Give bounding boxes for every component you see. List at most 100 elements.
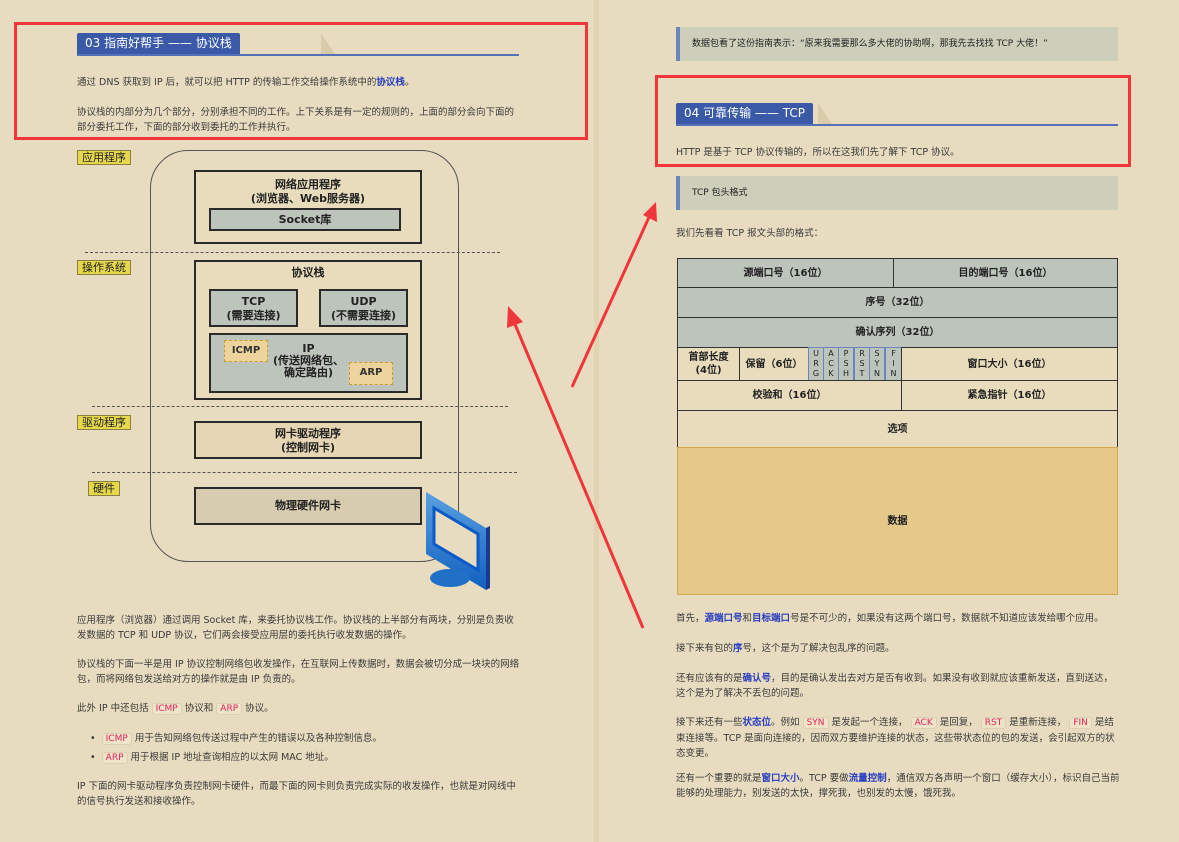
text-run: IP 下面的网卡驱动程序负责控制网卡硬件，而最下面的网卡则负责完成实际的收发操作… (77, 781, 517, 807)
inline-code: SYN (802, 717, 829, 729)
src-port-field: 源端口号（16位） (677, 258, 894, 288)
ack-field: 确认序列（32位） (677, 317, 1118, 348)
tcp-box: TCP (需要连接) (209, 289, 298, 327)
text-run: ，目的是确认发出去对方是否有收到。如果没有收到就应该重新发送，直到送达，这个是为… (676, 673, 1114, 699)
text-run: 协议。 (242, 703, 274, 714)
text-run: 应用程序（浏览器）通过调用 Socket 库，来委托协议栈工作。协议栈的上半部分… (77, 615, 514, 641)
layer-label: 应用程序 (77, 150, 131, 165)
network-app-box: 网络应用程序 (浏览器、Web服务器) (194, 170, 422, 244)
text-run: 是重新连接， (1006, 717, 1070, 728)
highlighted-term: 确认号 (742, 673, 772, 684)
text-run: 协议栈的下面一半是用 IP 协议控制网络包收发操作，在互联网上传数据时，数据会被… (77, 659, 520, 685)
udp-box: UDP (不需要连接) (319, 289, 408, 327)
arrow-head-icon (507, 306, 523, 328)
section-title: 04 可靠传输 —— TCP (676, 103, 813, 124)
text-run: 用于根据 IP 地址查询相应的以太网 MAC 地址。 (127, 752, 334, 763)
paragraph: 我们先看看 TCP 报文头部的格式： (676, 226, 1121, 241)
tcp-intro: HTTP 是基于 TCP 协议传输的，所以在这我们先了解下 TCP 协议。 (676, 145, 1121, 160)
text-run: 协议栈的内部分为几个部分，分别承担不同的工作。上下关系是有一定的规则的，上面的部… (77, 107, 515, 133)
text-run: 是回复， (936, 717, 981, 728)
urgent-pointer-field: 紧急指针（16位） (901, 380, 1118, 411)
layer-label: 硬件 (88, 481, 120, 496)
paragraph: IP 下面的网卡驱动程序负责控制网卡硬件，而最下面的网卡则负责完成实际的收发操作… (77, 779, 525, 809)
paragraph: 协议栈的下面一半是用 IP 协议控制网络包收发操作，在互联网上传数据时，数据会被… (77, 657, 522, 687)
highlighted-term: 目标端口 (752, 613, 791, 624)
bullet-item: • ICMP 用于告知网络包传送过程中产生的错误以及各种控制信息。 (90, 733, 382, 745)
arrow-line (512, 321, 645, 629)
divider (85, 252, 500, 253)
text-run: HTTP 是基于 TCP 协议传输的，所以在这我们先了解下 TCP 协议。 (676, 147, 960, 158)
highlight-box (655, 75, 1131, 167)
text-run: 号是不可少的，如果没有这两个端口号，数据就不知道应该发给哪个应用。 (790, 613, 1104, 624)
inline-code: FIN (1069, 717, 1092, 729)
driver-box: 网卡驱动程序 (控制网卡) (194, 421, 422, 459)
text-run: 还有应该有的是 (676, 673, 743, 684)
flag-psh: P S H (838, 347, 854, 381)
text-run: 号，这个是为了解决包乱序的问题。 (742, 643, 895, 654)
paragraph: 首先，源端口号和目标端口号是不可少的，如果没有这两个端口号，数据就不知道应该发给… (676, 611, 1121, 626)
paragraph: 接下来还有一些状态位。例如 SYN 是发起一个连接， ACK 是回复， RST … (676, 715, 1121, 761)
paragraph: 此外 IP 中还包括 ICMP 协议和 ARP 协议。 (77, 701, 522, 717)
text-run: 用于告知网络包传送过程中产生的错误以及各种控制信息。 (131, 733, 382, 744)
paragraph: 还有一个重要的就是窗口大小。TCP 要做流量控制，通信双方各声明一个窗口（缓存大… (676, 771, 1124, 801)
text-run: 接下来有包的 (676, 643, 734, 654)
paragraph: 应用程序（浏览器）通过调用 Socket 库，来委托协议栈工作。协议栈的上半部分… (77, 613, 522, 643)
section-header-protocol-stack: 03 指南好帮手 —— 协议栈 (77, 33, 519, 56)
highlighted-term: 窗口大小 (761, 773, 800, 784)
arp-box: ARP (349, 362, 393, 385)
text-run: 还有一个重要的就是 (676, 773, 762, 784)
text-run: 。 (404, 77, 415, 88)
layer-label: 操作系统 (77, 260, 131, 275)
arrow-line (570, 214, 652, 388)
text-run: 通过 DNS 获取到 IP 后，就可以把 HTTP 的传输工作交给操作系统中的 (77, 77, 377, 88)
stack-paragraph: 协议栈的内部分为几个部分，分别承担不同的工作。上下关系是有一定的规则的，上面的部… (77, 105, 522, 135)
dst-port-field: 目的端口号（16位） (893, 258, 1118, 288)
text-run: 接下来还有一些 (676, 717, 743, 728)
options-field: 选项 (677, 410, 1118, 448)
divider (92, 472, 517, 473)
inline-code: ARP (101, 752, 128, 764)
text-run: 此外 IP 中还包括 (77, 703, 152, 714)
highlighted-term: 协议栈 (376, 77, 405, 88)
inline-code: ARP (216, 703, 243, 715)
hardware-box: 物理硬件网卡 (194, 487, 422, 525)
highlighted-term: 序 (733, 643, 743, 654)
page-gutter (594, 0, 599, 842)
highlighted-term: 源端口号 (704, 613, 743, 624)
subheading-block: TCP 包头格式 (676, 176, 1118, 210)
arrow-head-icon (643, 202, 657, 222)
window-field: 窗口大小（16位） (901, 347, 1118, 381)
text-run: ，通信双方各声明一个窗口（缓存大小），标识自己当前能够的处理能力，别发送的太快，… (676, 773, 1120, 799)
paragraph: 接下来有包的序号，这个是为了解决包乱序的问题。 (676, 641, 1121, 656)
text-run: 和 (742, 613, 753, 624)
paragraph: 还有应该有的是确认号，目的是确认发出去对方是否有收到。如果没有收到就应该重新发送… (676, 671, 1121, 701)
text-run: 是发起一个连接， (828, 717, 911, 728)
layer-label: 驱动程序 (77, 415, 131, 430)
text-run: 协议和 (181, 703, 217, 714)
text-run: 首先， (676, 613, 705, 624)
monitor-icon (426, 492, 490, 590)
data-field: 数据 (677, 447, 1118, 595)
text-run: 我们先看看 TCP 报文头部的格式： (676, 228, 824, 239)
text-run: 。例如 (771, 717, 803, 728)
inline-code: ACK (910, 717, 937, 729)
section-title: 03 指南好帮手 —— 协议栈 (77, 33, 240, 54)
highlighted-term: 状态位 (742, 717, 772, 728)
inline-code: RST (980, 717, 1007, 729)
bullet-item: • ARP 用于根据 IP 地址查询相应的以太网 MAC 地址。 (90, 752, 334, 764)
section-header-tcp: 04 可靠传输 —— TCP (676, 103, 1118, 126)
text-run: 是结束连接等。TCP 是面向连接的，因而双方要维护连接的状态，这些带状态位的包的… (676, 717, 1115, 759)
inline-code: ICMP (101, 733, 132, 745)
intro-paragraph: 通过 DNS 获取到 IP 后，就可以把 HTTP 的传输工作交给操作系统中的协… (77, 75, 522, 90)
quote-block: 数据包看了这份指南表示：“原来我需要那么多大佬的协助啊，那我先去找找 TCP 大… (676, 27, 1118, 61)
socket-box: Socket库 (209, 208, 401, 231)
seq-field: 序号（32位） (677, 287, 1118, 318)
highlight-box (14, 22, 588, 140)
divider (92, 406, 508, 407)
highlighted-term: 流量控制 (848, 773, 887, 784)
inline-code: ICMP (151, 703, 182, 715)
computer-outline (150, 150, 459, 562)
text-run: 。TCP 要做 (799, 773, 849, 784)
flag-rst: R S T (854, 347, 870, 381)
